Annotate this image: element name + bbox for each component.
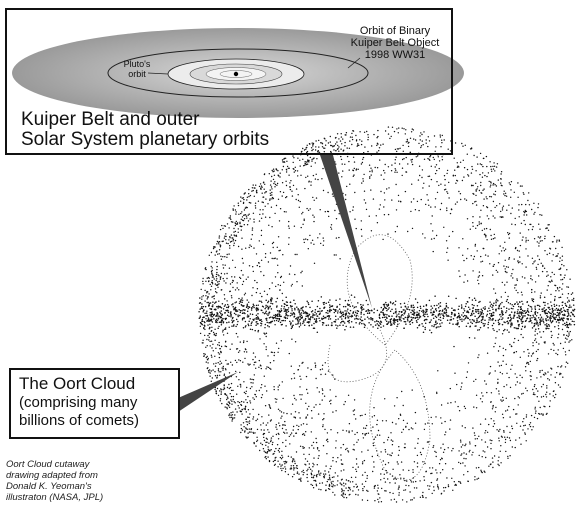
- binary-kbo-label: Orbit of Binary Kuiper Belt Object 1998 …: [330, 25, 460, 61]
- image-credit: Oort Cloud cutaway drawing adapted from …: [6, 459, 126, 503]
- oort-cloud-callout: The Oort Cloud (comprising many billions…: [9, 368, 180, 439]
- oort-callout-line2: (comprising many: [19, 394, 170, 412]
- binary-label-line3: 1998 WW31: [365, 49, 426, 61]
- pluto-orbit-label: Pluto's orbit: [112, 59, 162, 79]
- oort-callout-line3: billions of comets): [19, 412, 170, 430]
- oort-callout-title: The Oort Cloud: [19, 374, 170, 394]
- pluto-label-line1: Pluto's: [124, 59, 151, 69]
- binary-label-line2: Kuiper Belt Object: [351, 37, 440, 49]
- oort-cloud-sphere: [197, 125, 577, 505]
- credit-line3: Donald K. Yeoman's: [6, 481, 92, 492]
- binary-label-line1: Orbit of Binary: [360, 25, 430, 37]
- kuiper-caption: Kuiper Belt and outer Solar System plane…: [21, 110, 269, 150]
- credit-line1: Oort Cloud cutaway: [6, 459, 89, 470]
- credit-line4: illustraton (NASA, JPL): [6, 492, 103, 503]
- kuiper-caption-line2: Solar System planetary orbits: [21, 129, 269, 150]
- kuiper-caption-line1: Kuiper Belt and outer: [21, 109, 200, 130]
- pluto-label-line2: orbit: [128, 69, 146, 79]
- credit-line2: drawing adapted from: [6, 470, 98, 481]
